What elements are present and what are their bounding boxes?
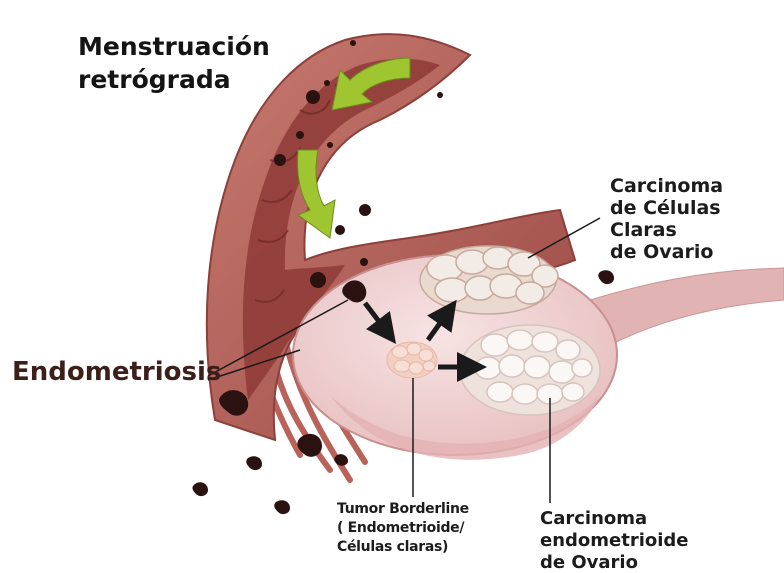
borderline-tumor bbox=[387, 342, 437, 378]
endometriosis-label: Endometriosis bbox=[12, 356, 221, 388]
endometrioid-tumor bbox=[460, 325, 600, 415]
clear-cell-carcinoma-label: Carcinoma de Células Claras de Ovario bbox=[610, 175, 784, 263]
retrograde-menstruation-label: Menstruación retrógrada bbox=[78, 30, 270, 96]
endometrioid-carcinoma-label: Carcinoma endometrioide de Ovario bbox=[540, 508, 689, 573]
borderline-tumor-label: Tumor Borderline ( Endometrioide/ Célula… bbox=[337, 500, 469, 557]
clear-cell-tumor bbox=[420, 246, 558, 314]
ovarian-ligament bbox=[590, 268, 784, 345]
